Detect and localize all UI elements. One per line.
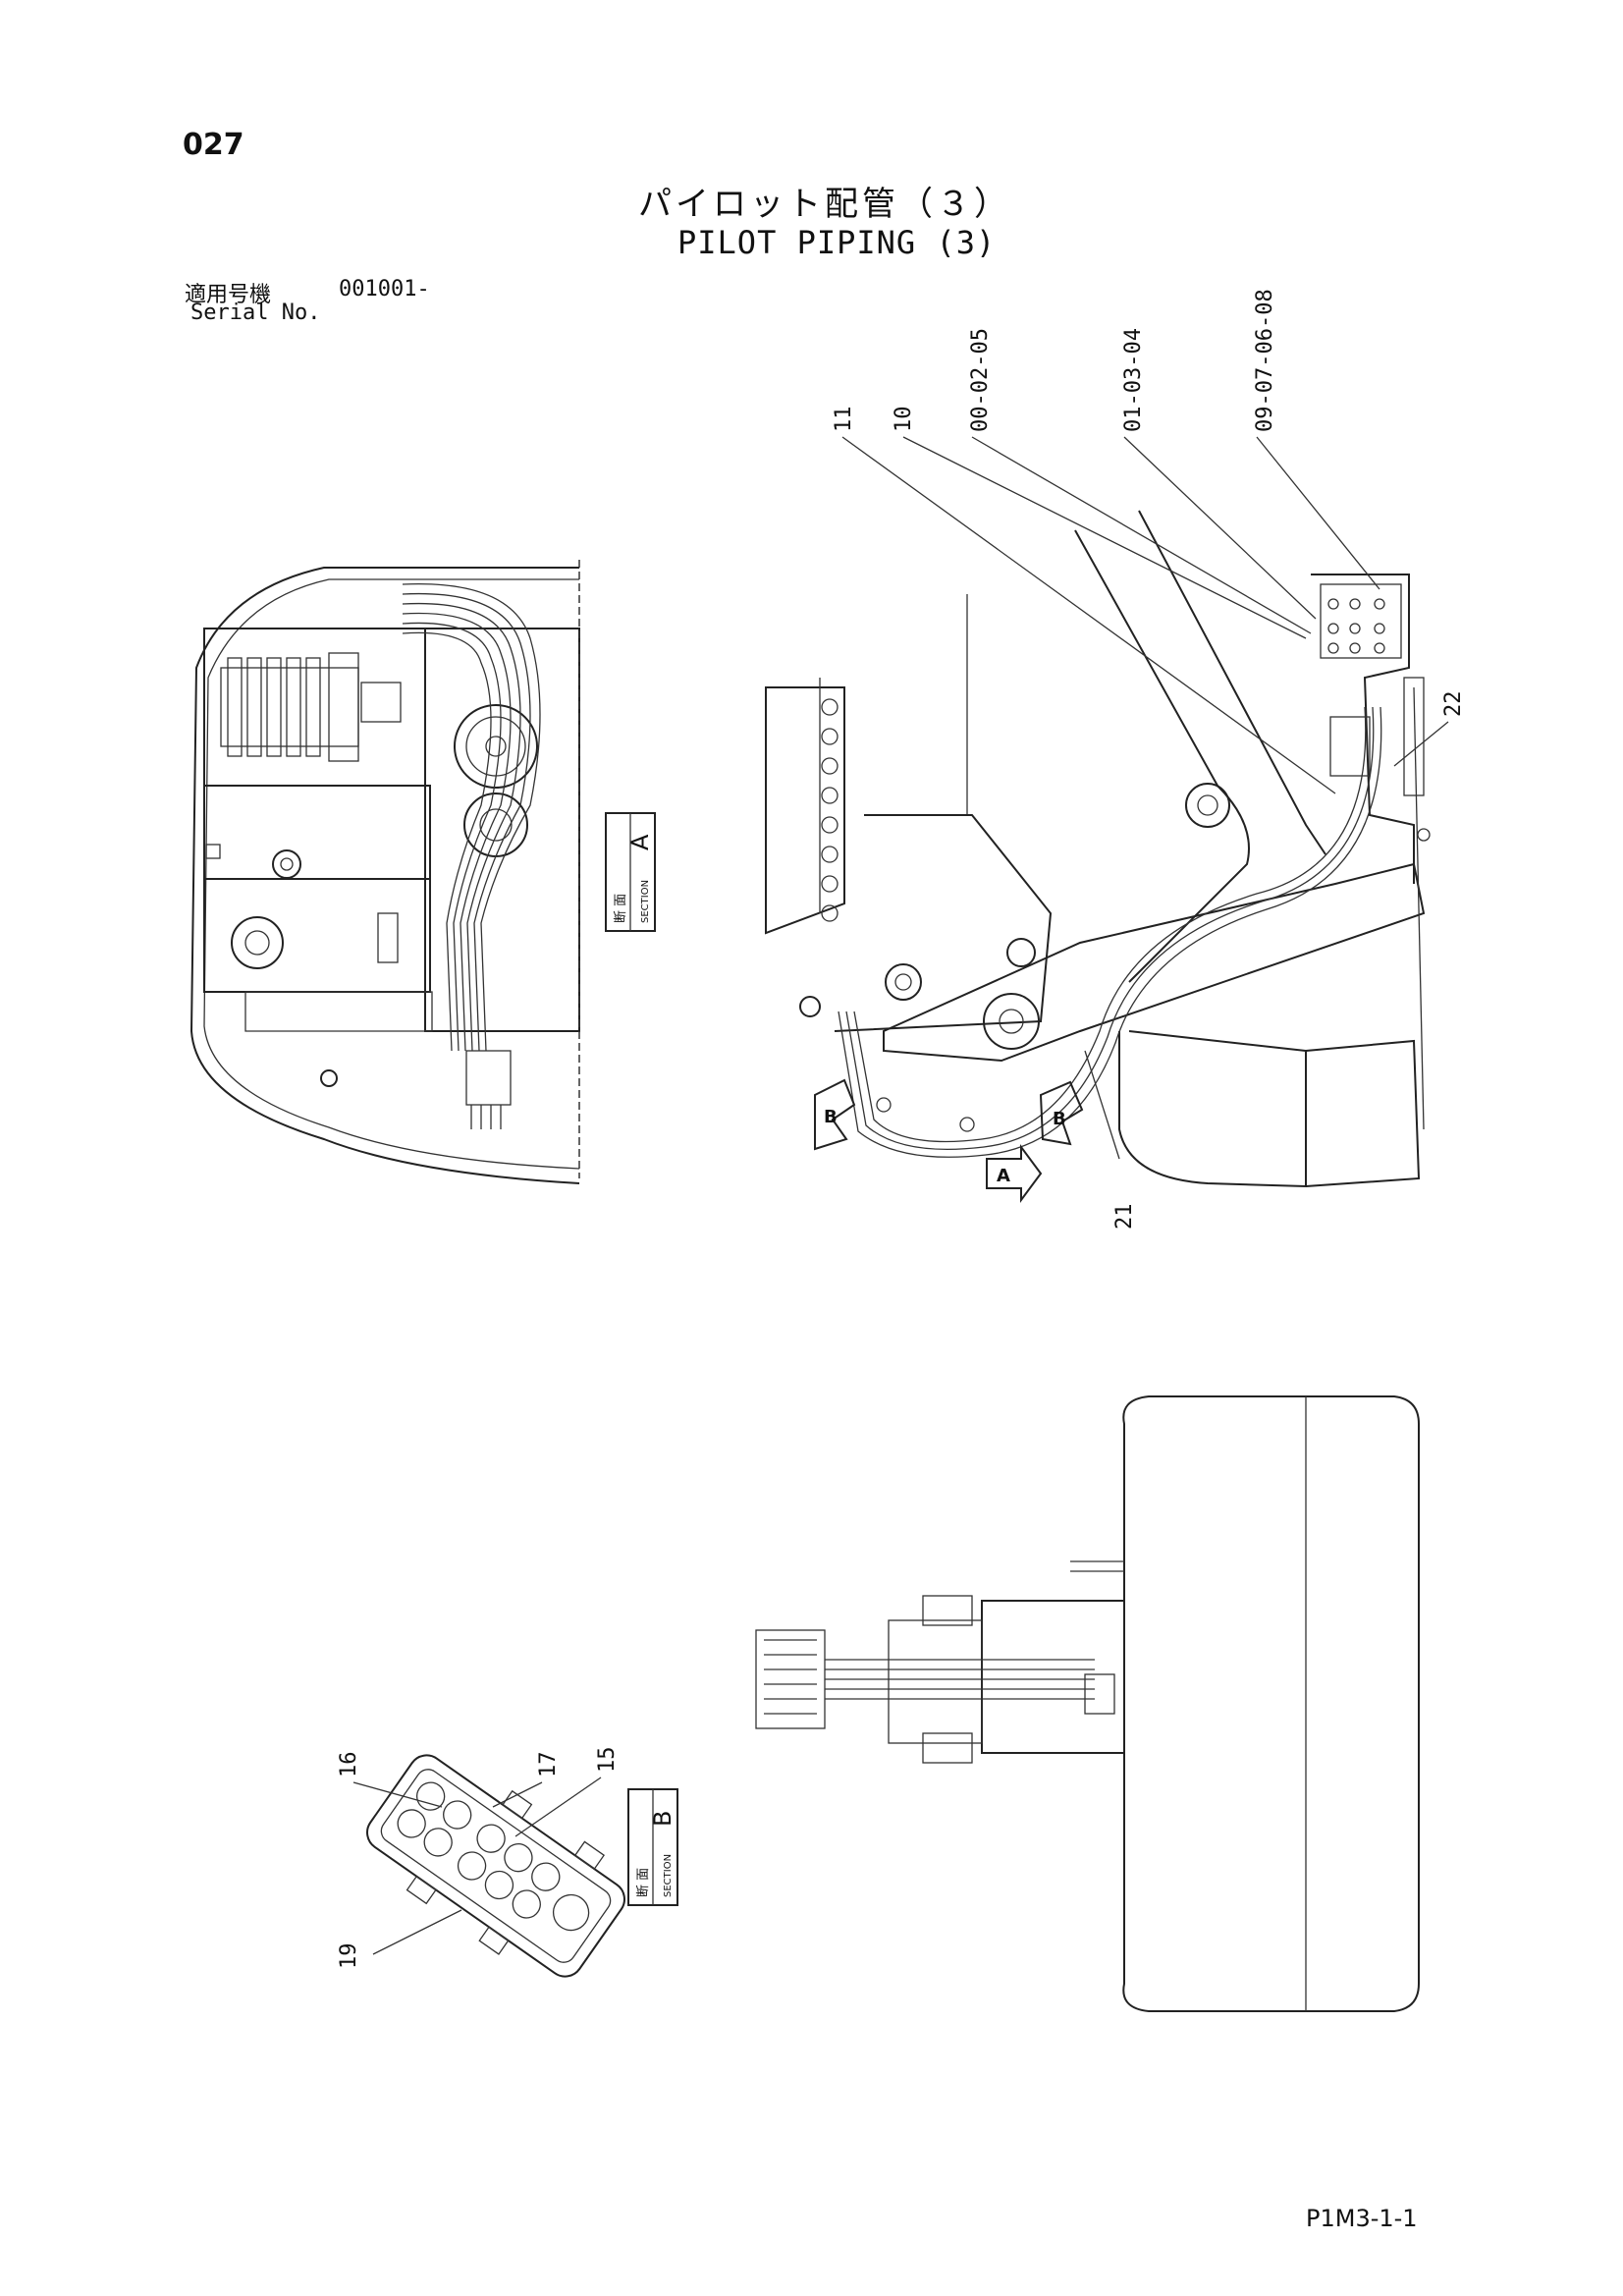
page-title-japanese: パイロット配管（３）: [638, 185, 1011, 224]
page-code: P1M3-1-1: [1306, 2205, 1418, 2232]
page-number: 027: [183, 128, 244, 162]
section-b-connector: [366, 1754, 625, 1978]
serial-label-japanese: 適用号機: [185, 283, 272, 307]
control-valve-icon: [220, 652, 402, 762]
callout-10: 10: [892, 407, 916, 433]
callout-00-02-05: 00-02-05: [968, 328, 993, 432]
callout-17: 17: [536, 1752, 561, 1778]
callout-11: 11: [832, 407, 856, 433]
page-title: PILOT PIPING (3): [677, 224, 997, 261]
view-arrow-b-right: B: [1039, 1080, 1084, 1146]
view-arrow-a: A: [986, 1143, 1043, 1204]
view-arrow-b-right-letter: B: [1053, 1109, 1066, 1129]
pilot-hose-bundle-a: [402, 582, 541, 1129]
section-a-label: 断 面 SECTION A: [605, 812, 656, 932]
callout-21: 21: [1112, 1204, 1137, 1230]
section-a-en: SECTION: [640, 880, 651, 923]
view-arrow-b-left: B: [814, 1078, 856, 1151]
serial-label: Serial No.: [190, 301, 321, 325]
pilot-hose-bundle-side: [838, 706, 1382, 1158]
section-b-en: SECTION: [663, 1854, 674, 1897]
callout-15: 15: [595, 1747, 620, 1774]
section-b-letter: B: [649, 1811, 676, 1827]
callout-09-07-06-08: 09-07-06-08: [1253, 289, 1277, 432]
callout-01-03-04: 01-03-04: [1121, 328, 1146, 432]
section-b-jp: 断 面: [636, 1868, 651, 1897]
callout-16: 16: [337, 1752, 361, 1778]
side-view: [765, 510, 1431, 1188]
callout-group-top: 11 10 00-02-05 01-03-04 09-07-06-08 22 2…: [832, 289, 1466, 1230]
section-a-view: [189, 560, 580, 1184]
callout-22: 22: [1441, 691, 1466, 718]
view-arrow-a-letter: A: [997, 1166, 1010, 1186]
plan-view: [755, 1395, 1420, 2012]
view-arrow-b-left-letter: B: [824, 1107, 838, 1127]
hose-chain-icon: [765, 678, 845, 935]
section-a-letter: A: [626, 834, 654, 850]
section-a-jp: 断 面: [614, 894, 628, 923]
section-b-label: 断 面 SECTION B: [627, 1788, 678, 1906]
callout-19: 19: [337, 1943, 361, 1970]
callout-group-bottom: 16 17 15 19: [337, 1747, 620, 1970]
serial-value: 001001-: [339, 277, 430, 301]
